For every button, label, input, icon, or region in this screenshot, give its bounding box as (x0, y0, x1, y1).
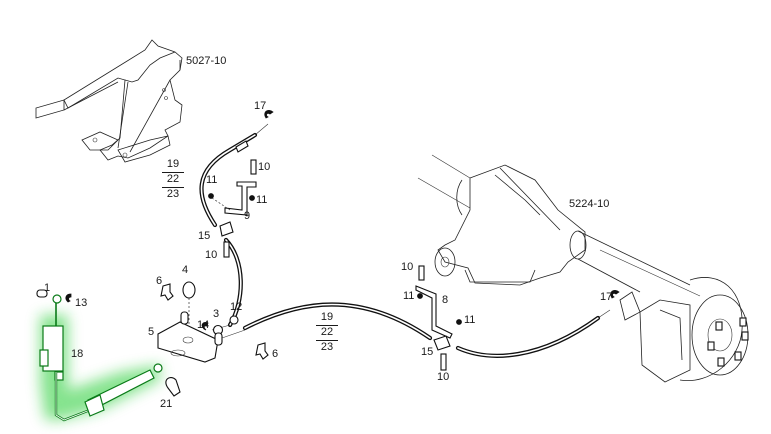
callout-6b: 6 (272, 348, 279, 360)
callout-11d: 11 (464, 314, 476, 326)
cable-lower-pn-0: 19 (316, 311, 338, 326)
cable-partnumbers-upper: 19 22 23 (162, 158, 184, 202)
part-10-bolt-b[interactable] (223, 241, 230, 258)
part-11-nut-a[interactable] (208, 193, 214, 199)
part-11-nut-c[interactable] (417, 293, 423, 299)
callout-21: 21 (160, 398, 173, 410)
part-11-nut-d[interactable] (456, 319, 462, 325)
callout-10c: 10 (401, 261, 414, 273)
callout-18: 18 (71, 348, 84, 360)
part-10-bolt-a[interactable] (250, 159, 257, 175)
part-5-equalizer-plate[interactable] (157, 321, 219, 363)
part-13-clip[interactable] (65, 293, 72, 303)
part-15-grommet-a[interactable] (219, 221, 234, 237)
callout-1: 1 (44, 282, 51, 294)
part-15-grommet-b[interactable] (433, 335, 451, 351)
upper-cable[interactable] (199, 123, 269, 331)
callout-10b: 10 (205, 249, 218, 261)
part-tube-right[interactable] (214, 332, 223, 346)
cable-partnumbers-lower: 19 22 23 (316, 311, 338, 355)
part-8-bracket[interactable] (415, 285, 453, 339)
cable-upper-pn-0: 19 (162, 158, 184, 173)
callout-10a: 10 (258, 161, 271, 173)
cable-upper-pn-1: 22 (162, 173, 184, 188)
callout-10d: 10 (437, 371, 450, 383)
handbrake-lever-assembly[interactable] (35, 39, 183, 163)
rear-axle-assembly[interactable] (417, 154, 701, 297)
part-21-clamp[interactable] (165, 377, 181, 397)
part-9-bracket[interactable] (211, 181, 257, 216)
callout-11a: 11 (206, 174, 218, 186)
lower-cable[interactable] (221, 302, 611, 358)
callout-15a: 15 (198, 230, 211, 242)
part-tube-left[interactable] (180, 311, 189, 325)
callout-17a: 17 (254, 100, 267, 112)
callout-17b: 17 (600, 291, 613, 303)
callout-11b: 11 (256, 194, 268, 206)
part-17-upper-clip[interactable] (264, 110, 274, 119)
assembly-label-axle: 5224-10 (569, 198, 610, 210)
part-17-lower-clip[interactable] (610, 290, 620, 299)
part-10-bolt-d[interactable] (440, 353, 447, 371)
callout-15b: 15 (421, 346, 434, 358)
cable-upper-pn-2: 23 (166, 188, 180, 200)
callout-9: 9 (244, 210, 251, 222)
assembly-label-handbrake: 5027-10 (186, 55, 227, 67)
callout-8: 8 (442, 294, 449, 306)
part-12-nut[interactable] (229, 315, 239, 325)
callout-14: 14 (197, 319, 210, 331)
part-18-highlight-glow (40, 315, 160, 420)
cable-lower-pn-2: 23 (320, 341, 334, 353)
callout-12: 12 (230, 301, 243, 313)
part-18-front-cable[interactable] (39, 294, 163, 422)
part-1-pin[interactable] (36, 289, 48, 298)
part-4-bushing[interactable] (182, 281, 196, 340)
part-6-clip-a[interactable] (160, 283, 174, 301)
callout-5: 5 (148, 326, 155, 338)
callout-3: 3 (213, 308, 220, 320)
callout-11c: 11 (403, 290, 415, 302)
callout-6a: 6 (156, 275, 163, 287)
part-14-clip[interactable] (201, 322, 209, 331)
part-6-clip-b[interactable] (255, 342, 269, 360)
brake-hub-assembly[interactable] (619, 277, 749, 383)
part-11-nut-b[interactable] (249, 195, 255, 201)
callout-13: 13 (75, 297, 88, 309)
callout-4: 4 (182, 264, 189, 276)
part-10-bolt-c[interactable] (418, 265, 425, 281)
cable-lower-pn-1: 22 (316, 326, 338, 341)
